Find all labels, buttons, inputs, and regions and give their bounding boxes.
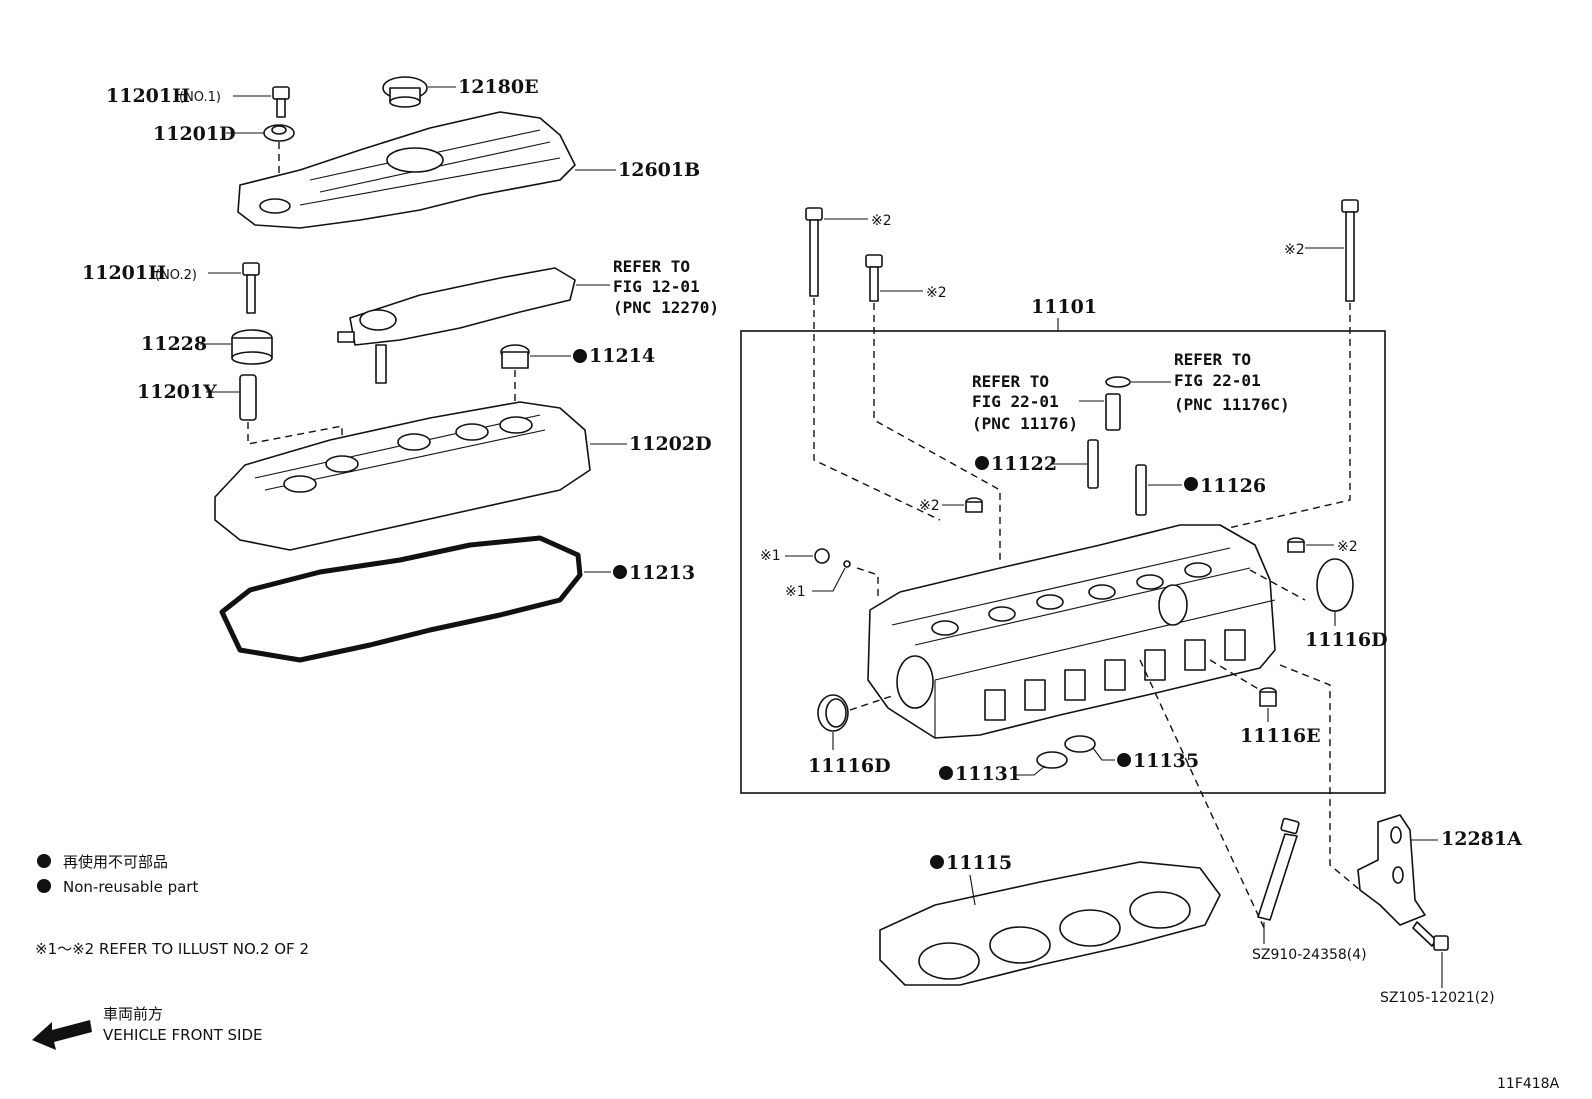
label-11122[interactable]: 11122 xyxy=(991,453,1057,475)
label-11116d-right[interactable]: 11116D xyxy=(1305,629,1388,651)
bolt-sz910 xyxy=(1257,817,1300,921)
bolt-sz105 xyxy=(1412,921,1449,951)
label-11126[interactable]: 11126 xyxy=(1200,475,1266,497)
label-assembly-11101[interactable]: 11101 xyxy=(1031,296,1097,318)
label-11202d[interactable]: 11202D xyxy=(629,433,712,455)
label-12601b[interactable]: 12601B xyxy=(618,159,700,181)
ref-fig2201b-line2[interactable]: FIG 22-01 xyxy=(1174,371,1261,390)
grommet-11201d xyxy=(263,124,295,142)
label-11201h-no1[interactable]: 11201H xyxy=(106,85,190,107)
dowel-right xyxy=(1287,537,1305,553)
seal-11131 xyxy=(1036,751,1068,769)
legend-dot-jp xyxy=(37,854,51,868)
legend-front-jp: 車両前方 xyxy=(103,1005,163,1023)
head-bolt-short xyxy=(865,254,883,302)
assembly-box-11101 xyxy=(740,330,1386,794)
ref-fig2201b-line3: (PNC 11176C) xyxy=(1174,395,1290,414)
ref-fig2201a-line3: (PNC 11176) xyxy=(972,414,1078,433)
label-11214[interactable]: 11214 xyxy=(589,345,655,367)
label-11201h-no2-sub: (NO.2) xyxy=(155,268,197,283)
mark-2-bolt-right: ※2 xyxy=(1284,242,1305,258)
label-12281a[interactable]: 12281A xyxy=(1441,828,1522,850)
head-gasket-11115 xyxy=(879,861,1221,986)
seal-ring-11176c xyxy=(1105,376,1131,388)
ref-fig2201a-line1: REFER TO xyxy=(972,372,1049,391)
ref-fig2201b-line1: REFER TO xyxy=(1174,350,1251,369)
grommet-11214 xyxy=(500,344,530,369)
valve-guide-bushing xyxy=(1105,393,1121,431)
plug-1b xyxy=(843,560,851,568)
legend-non-reusable-en: Non-reusable part xyxy=(63,878,198,896)
label-11201h-no1-sub: (NO.1) xyxy=(179,90,221,105)
collar-11201y xyxy=(239,374,257,421)
mark-2-dowel-left: ※2 xyxy=(919,498,940,514)
figure-code: 11F418A xyxy=(1497,1076,1560,1092)
mark-2-dowel-right: ※2 xyxy=(1337,539,1358,555)
cylinder-head-11101 xyxy=(867,524,1276,739)
ref-fig2201a-line2[interactable]: FIG 22-01 xyxy=(972,392,1059,411)
pin-11122 xyxy=(1087,439,1099,489)
plug-11116d-left xyxy=(817,694,849,732)
ref-fig1201-line3: (PNC 12270) xyxy=(613,298,719,317)
mark-1-plug-b: ※1 xyxy=(785,584,806,600)
gasket-11213 xyxy=(219,535,583,663)
dowel-left xyxy=(965,497,983,513)
label-11116d-left[interactable]: 11116D xyxy=(808,755,891,777)
legend-dot-en xyxy=(37,879,51,893)
seal-11135 xyxy=(1064,735,1096,753)
label-11201d[interactable]: 11201D xyxy=(153,123,236,145)
mark-2-bolt-left: ※2 xyxy=(871,213,892,229)
label-sz105[interactable]: SZ105-12021(2) xyxy=(1380,990,1495,1006)
cylinder-head-cover-11202d xyxy=(214,401,591,551)
label-11131[interactable]: 11131 xyxy=(955,763,1021,785)
front-arrow-icon xyxy=(32,1020,92,1050)
label-11201y[interactable]: 11201Y xyxy=(137,381,217,403)
legend-front-en: VEHICLE FRONT SIDE xyxy=(103,1026,263,1044)
label-sz910[interactable]: SZ910-24358(4) xyxy=(1252,947,1367,963)
oil-filler-cap-12180e xyxy=(382,76,428,108)
head-bolt-long-left xyxy=(805,207,823,297)
mark-1-plug-a: ※1 xyxy=(760,548,781,564)
plug-11116e xyxy=(1259,687,1277,707)
plug-11116d-right xyxy=(1316,558,1354,612)
bolt-11201h-no2 xyxy=(242,262,260,314)
ref-fig1201-line2[interactable]: FIG 12-01 xyxy=(613,277,700,296)
label-11115[interactable]: 11115 xyxy=(946,852,1012,874)
head-bolt-long-right xyxy=(1341,199,1359,302)
label-12180e[interactable]: 12180E xyxy=(458,76,539,98)
plug-1a xyxy=(814,548,830,564)
grommet-11228 xyxy=(231,329,273,365)
bracket-12281a xyxy=(1357,814,1426,926)
label-11201h-no2[interactable]: 11201H xyxy=(82,262,166,284)
legend-refer-note: ※1～※2 REFER TO ILLUST NO.2 OF 2 xyxy=(35,940,309,958)
label-11228[interactable]: 11228 xyxy=(141,333,207,355)
label-11116e[interactable]: 11116E xyxy=(1240,725,1321,747)
label-11213[interactable]: 11213 xyxy=(629,562,695,584)
label-11135[interactable]: 11135 xyxy=(1133,750,1199,772)
legend-non-reusable-jp: 再使用不可部品 xyxy=(63,853,168,871)
mark-2-bolt-short: ※2 xyxy=(926,285,947,301)
pcv-breather-assembly xyxy=(337,267,576,384)
bolt-11201h-no1 xyxy=(272,86,290,118)
pin-11126 xyxy=(1135,464,1147,516)
ref-fig1201-line1: REFER TO xyxy=(613,257,690,276)
